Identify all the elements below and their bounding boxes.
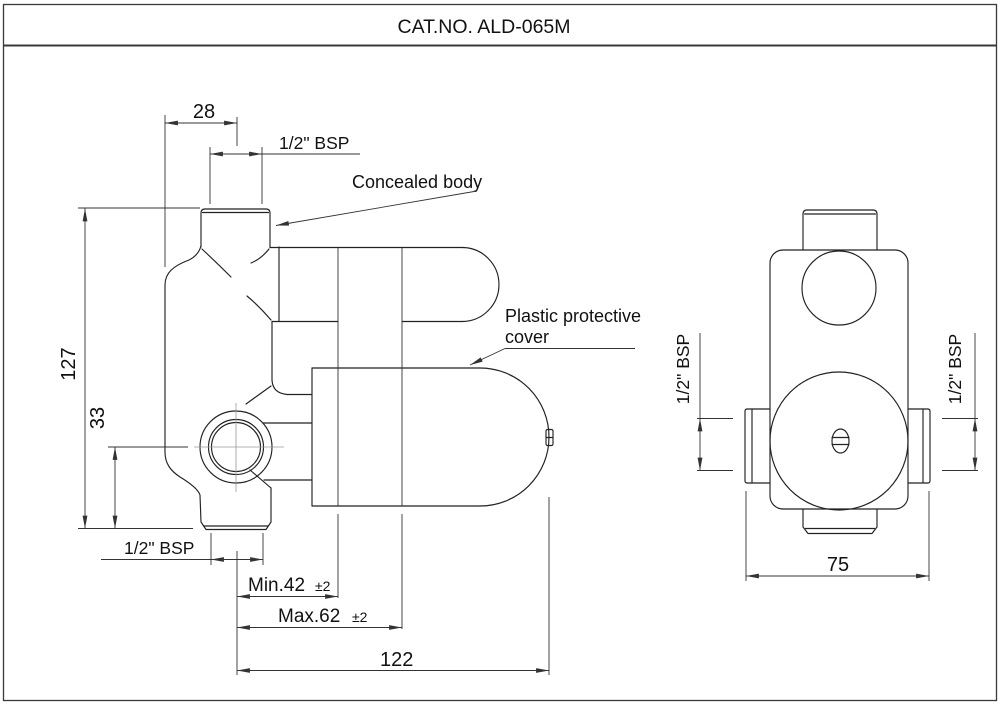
dim-bsp-side-right-label: 1/2" BSP	[945, 334, 965, 404]
dim-side-left-thread: 1/2" BSP	[673, 333, 733, 471]
dim-bottom-thread: 1/2" BSP	[101, 533, 264, 565]
dim-28-label: 28	[193, 101, 215, 123]
upper-cylinder-round-end	[461, 246, 500, 323]
concealed-body-callout: Concealed body	[275, 172, 482, 226]
dim-bsp-side-left-label: 1/2" BSP	[673, 334, 693, 404]
side-bottom-port	[802, 508, 878, 535]
dim-max-depth: Max.62 ±2	[237, 606, 402, 630]
front-body-outline	[164, 245, 313, 531]
dim-122-label: 122	[380, 649, 413, 671]
title-block: CAT.NO. ALD-065M	[2, 3, 998, 702]
waterway-curve-1	[201, 248, 232, 278]
side-right-port	[907, 408, 931, 484]
protective-cover-leader	[469, 348, 506, 366]
front-outlet-boss	[194, 403, 284, 492]
dim-overall-height: 127	[58, 207, 200, 529]
protective-cover-label-line1: Plastic protective	[505, 306, 641, 326]
side-dimensions: 1/2" BSP 1/2" BSP 75	[673, 333, 978, 581]
side-center-screw	[831, 428, 850, 454]
side-body-outline	[769, 249, 909, 510]
side-view: 1/2" BSP 1/2" BSP 75	[673, 209, 978, 581]
front-top-port	[200, 208, 271, 248]
concealed-body-label: Concealed body	[352, 172, 482, 192]
side-top-port	[802, 209, 878, 251]
dim-min-depth: Min.42 ±2	[237, 575, 338, 599]
catalog-number: CAT.NO. ALD-065M	[397, 16, 570, 38]
front-protective-cover	[311, 367, 554, 507]
waterway-curve-3	[246, 295, 272, 321]
front-upper-cylinder	[269, 246, 500, 323]
dim-min42-tolerance: ±2	[315, 578, 331, 594]
dim-overall-width: 75	[745, 491, 930, 581]
dim-75-label: 75	[827, 554, 849, 576]
front-callouts: Concealed body Plastic protective cover	[275, 172, 641, 366]
dim-top-thread: 1/2" BSP	[209, 133, 360, 204]
protective-cover-callout: Plastic protective cover	[469, 306, 641, 366]
wall-reference-lines	[337, 247, 403, 629]
protective-cover-dome	[479, 367, 550, 507]
dim-min42-label: Min.42	[248, 575, 305, 596]
body-step-outline	[271, 320, 313, 396]
outlet-connection-diagonal	[249, 469, 272, 489]
dim-max62-label: Max.62	[278, 606, 340, 627]
side-upper-boss-circle	[801, 250, 877, 326]
dim-bsp-bottom-label: 1/2" BSP	[124, 538, 194, 558]
concealed-body-leader	[275, 190, 478, 226]
dim-top-offset: 28	[164, 101, 238, 267]
protective-cover-label-line2: cover	[505, 327, 549, 347]
dim-127-label: 127	[58, 347, 80, 380]
dim-side-right-thread: 1/2" BSP	[942, 333, 978, 471]
sheet-border	[2, 3, 998, 702]
side-left-port	[744, 408, 771, 484]
dim-max62-tolerance: ±2	[352, 609, 368, 625]
front-view: 28 1/2" BSP 127 33	[58, 101, 641, 675]
front-dimensions: 28 1/2" BSP 127 33	[58, 101, 550, 675]
dim-overall-depth: 122	[237, 497, 550, 675]
dim-outlet-height: 33	[87, 407, 188, 529]
dim-bsp-top-label: 1/2" BSP	[279, 133, 349, 153]
waterway-curve-2	[250, 248, 270, 264]
side-cover-circle	[769, 371, 909, 511]
dim-33-label: 33	[87, 407, 109, 429]
waterway-curve-4	[245, 385, 272, 405]
